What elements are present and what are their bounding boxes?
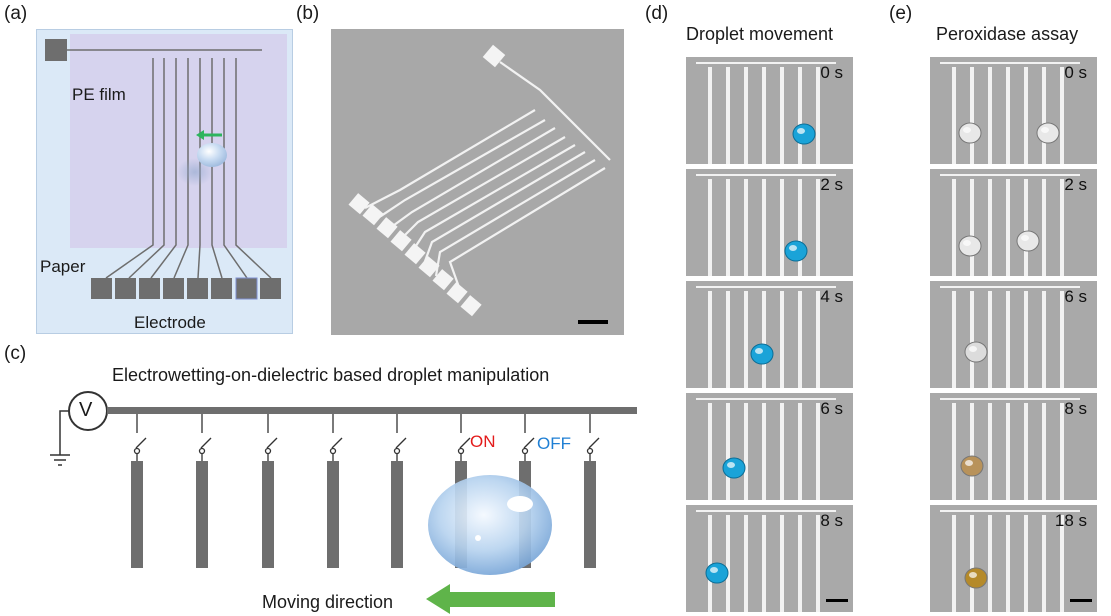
time-label: 18 s bbox=[1054, 511, 1087, 530]
top-contact-pad bbox=[45, 39, 67, 61]
photo-frame: 6 s bbox=[686, 393, 853, 500]
time-label: 6 s bbox=[820, 399, 843, 418]
panel-d-label: (d) bbox=[645, 3, 669, 24]
time-label: 8 s bbox=[820, 511, 843, 530]
photo-frame: 2 s bbox=[686, 169, 853, 276]
time-label: 2 s bbox=[1064, 175, 1087, 194]
time-label: 2 s bbox=[820, 175, 843, 194]
switch-7 bbox=[521, 414, 535, 461]
photo-frame: 4 s bbox=[686, 281, 853, 388]
time-label: 8 s bbox=[1064, 399, 1087, 418]
pe-film bbox=[70, 34, 287, 248]
droplet-highlight bbox=[507, 496, 533, 512]
panel-d-title: Droplet movement bbox=[686, 24, 834, 44]
droplet bbox=[428, 475, 552, 575]
photo-frame: 6 s bbox=[930, 281, 1097, 388]
droplet bbox=[197, 143, 227, 167]
switch-8 bbox=[586, 414, 600, 461]
switch-1 bbox=[133, 414, 147, 461]
time-label: 0 s bbox=[1064, 63, 1087, 82]
electrode-bar-5 bbox=[391, 461, 403, 568]
time-label: 6 s bbox=[1064, 287, 1087, 306]
panel-b-label: (b) bbox=[296, 3, 320, 24]
switch-3 bbox=[264, 414, 278, 461]
switch-off-label: OFF bbox=[537, 434, 571, 453]
paper-label: Paper bbox=[40, 257, 86, 276]
electrode-label: Electrode bbox=[134, 313, 206, 332]
photo-frame: 0 s bbox=[930, 57, 1097, 164]
switch-on-label: ON bbox=[470, 432, 496, 451]
scale-bar bbox=[578, 320, 608, 324]
electrode-bar-8 bbox=[584, 461, 596, 568]
switch-2 bbox=[198, 414, 212, 461]
electrode-pads bbox=[91, 277, 281, 300]
electrode-bar-4 bbox=[327, 461, 339, 568]
arrow-shaft bbox=[448, 592, 555, 607]
time-label: 0 s bbox=[820, 63, 843, 82]
left-arrow-icon bbox=[196, 130, 204, 140]
bus-bar bbox=[107, 407, 637, 414]
left-arrow-icon bbox=[426, 584, 450, 614]
voltage-symbol: V bbox=[79, 399, 93, 421]
time-label: 4 s bbox=[820, 287, 843, 306]
photo-frame: 8 s bbox=[930, 393, 1097, 500]
switch-6 bbox=[457, 414, 471, 461]
photo-frame: 0 s bbox=[686, 57, 853, 164]
panel-c-title: Electrowetting-on-dielectric based dropl… bbox=[112, 365, 550, 385]
electrode-bar-3 bbox=[262, 461, 274, 568]
photo-frame: 2 s bbox=[930, 169, 1097, 276]
panel-e-label: (e) bbox=[889, 3, 913, 24]
panel-a-label: (a) bbox=[4, 3, 28, 24]
switch-4 bbox=[329, 414, 343, 461]
moving-direction-label: Moving direction bbox=[262, 592, 394, 612]
photo-frame: 18 s bbox=[930, 505, 1097, 612]
photo-frame: 8 s bbox=[686, 505, 853, 612]
electrode-bar-1 bbox=[131, 461, 143, 568]
panel-e-title: Peroxidase assay bbox=[936, 24, 1079, 44]
ground-icon bbox=[50, 454, 70, 466]
pe-film-label: PE film bbox=[72, 85, 126, 104]
electrode-lines bbox=[105, 58, 272, 279]
switch-5 bbox=[393, 414, 407, 461]
panel-b-photo bbox=[331, 29, 624, 335]
panel-c-label: (c) bbox=[4, 343, 27, 364]
electrode-bar-2 bbox=[196, 461, 208, 568]
